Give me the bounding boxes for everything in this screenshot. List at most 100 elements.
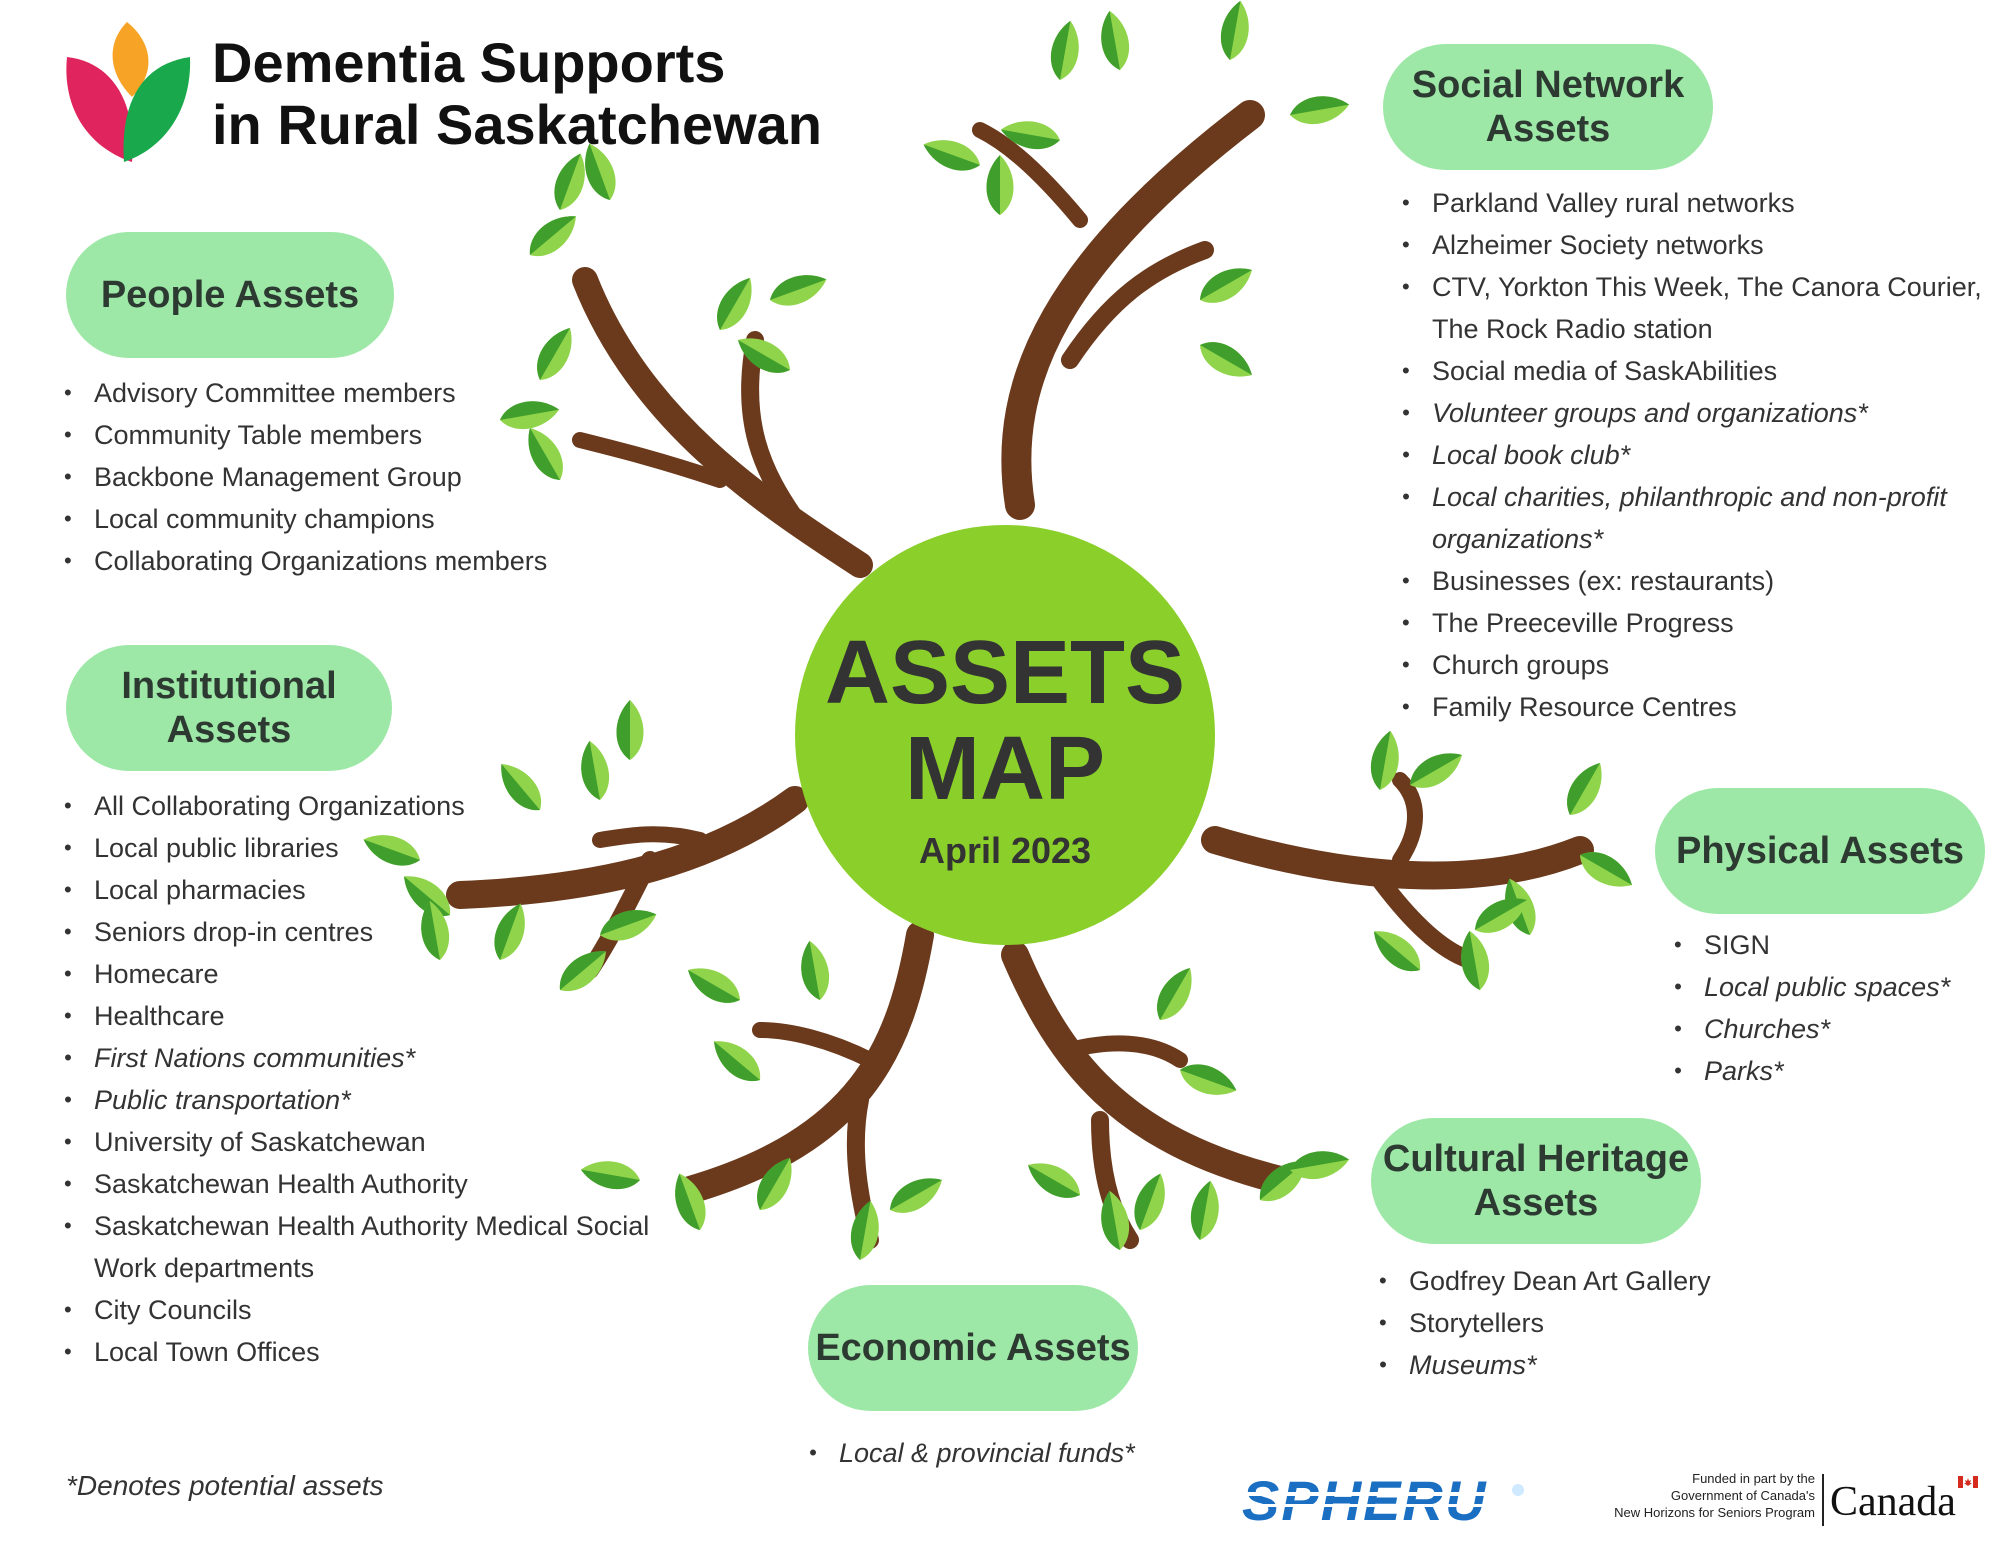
cultural-heritage-assets-heading-line1: Cultural Heritage bbox=[1382, 1138, 1690, 1180]
asset-list-item: SIGN bbox=[1674, 924, 2000, 966]
leaf bbox=[1371, 730, 1399, 790]
leaf bbox=[1200, 342, 1252, 377]
canada-wordmark-text: Canada bbox=[1830, 1479, 1956, 1525]
leaf bbox=[1461, 930, 1489, 990]
asset-list-item: Parks* bbox=[1674, 1050, 2000, 1092]
leaf bbox=[801, 940, 829, 1000]
leaf bbox=[585, 143, 616, 200]
physical-assets-list: SIGNLocal public spaces*Churches*Parks* bbox=[1672, 924, 2000, 1092]
asset-list-item: Local pharmacies bbox=[64, 869, 654, 911]
asset-list-item: Parkland Valley rural networks bbox=[1402, 182, 1992, 224]
leaf bbox=[1580, 852, 1632, 887]
page-title-line1: Dementia Supports bbox=[212, 31, 726, 94]
funding-line1: Funded in part by the bbox=[1692, 1471, 1815, 1486]
asset-list-item: Social media of SaskAbilities bbox=[1402, 350, 1992, 392]
leaf bbox=[717, 278, 752, 330]
asset-list-item: Local community champions bbox=[64, 498, 654, 540]
physical-assets-heading-text: Physical Assets bbox=[1676, 830, 1964, 872]
leaf bbox=[554, 153, 585, 210]
social-network-assets-heading: Social Network Assets bbox=[1383, 44, 1713, 170]
leaf bbox=[1374, 931, 1421, 972]
leaf bbox=[923, 140, 980, 171]
assets-map-circle: ASSETS MAP April 2023 bbox=[795, 525, 1215, 945]
institutional-assets-heading-line1: Institutional bbox=[121, 665, 337, 707]
asset-list-item: Local public spaces* bbox=[1674, 966, 2000, 1008]
funding-statement: Funded in part by the Government of Cana… bbox=[1560, 1470, 1815, 1521]
asset-list-item: Alzheimer Society networks bbox=[1402, 224, 1992, 266]
leaf bbox=[1290, 96, 1350, 124]
people-assets-heading-text: People Assets bbox=[100, 274, 360, 316]
asset-list-item: Church groups bbox=[1402, 644, 1992, 686]
leaf bbox=[1191, 1180, 1219, 1240]
asset-list-item: Community Table members bbox=[64, 414, 654, 456]
assets-map-title-line1: ASSETS bbox=[824, 623, 1186, 723]
canada-flag-icon bbox=[1958, 1476, 1978, 1488]
institutional-assets-heading-line2: Assets bbox=[166, 709, 292, 751]
asset-list-item: Public transportation* bbox=[64, 1079, 654, 1121]
asset-list-item: Storytellers bbox=[1379, 1302, 1829, 1344]
asset-list-item: City Councils bbox=[64, 1289, 654, 1331]
leaf bbox=[688, 968, 740, 1003]
spheru-logo-text: SPHERU bbox=[1242, 1470, 1487, 1530]
leaf bbox=[1567, 763, 1602, 815]
leaf bbox=[1051, 20, 1079, 80]
asset-list-item: All Collaborating Organizations bbox=[64, 785, 654, 827]
economic-assets-heading-text: Economic Assets bbox=[815, 1327, 1131, 1369]
cultural-heritage-assets-list: Godfrey Dean Art GalleryStorytellersMuse… bbox=[1377, 1260, 1829, 1386]
asset-list-item: Volunteer groups and organizations* bbox=[1402, 392, 1992, 434]
social-network-assets-heading-line2: Assets bbox=[1485, 108, 1611, 150]
branch bbox=[1001, 100, 1265, 520]
asset-list-item: Local public libraries bbox=[64, 827, 654, 869]
leaf bbox=[851, 1200, 879, 1260]
institutional-assets-list: All Collaborating OrganizationsLocal pub… bbox=[62, 785, 654, 1373]
header: Dementia Supports in Rural Saskatchewan bbox=[62, 22, 862, 172]
branch bbox=[1061, 241, 1214, 369]
branch bbox=[972, 122, 1088, 228]
branch bbox=[752, 1022, 878, 1068]
leaf bbox=[529, 216, 576, 257]
asset-list-item: Seniors drop-in centres bbox=[64, 911, 654, 953]
asset-list-item: Collaborating Organizations members bbox=[64, 540, 654, 582]
social-network-assets-list: Parkland Valley rural networksAlzheimer … bbox=[1400, 182, 1992, 728]
asset-list-item: Businesses (ex: restaurants) bbox=[1402, 560, 1992, 602]
leaf bbox=[770, 275, 827, 306]
funding-line3: New Horizons for Seniors Program bbox=[1614, 1505, 1815, 1520]
asset-list-item: Family Resource Centres bbox=[1402, 686, 1992, 728]
funding-line2: Government of Canada's bbox=[1670, 1488, 1815, 1503]
page-title-line2: in Rural Saskatchewan bbox=[212, 93, 823, 156]
leaf bbox=[986, 155, 1014, 215]
asset-list-item: Godfrey Dean Art Gallery bbox=[1379, 1260, 1829, 1302]
leaf bbox=[1000, 121, 1060, 149]
asset-list-item: Healthcare bbox=[64, 995, 654, 1037]
asset-list-item: Saskatchewan Health Authority bbox=[64, 1163, 654, 1205]
physical-assets-heading: Physical Assets bbox=[1655, 788, 1985, 914]
people-assets-list: Advisory Committee membersCommunity Tabl… bbox=[62, 372, 654, 582]
social-network-assets-heading-line1: Social Network bbox=[1411, 64, 1685, 106]
asset-list-item: The Preeceville Progress bbox=[1402, 602, 1992, 644]
people-assets-heading: People Assets bbox=[66, 232, 394, 358]
branch bbox=[1392, 772, 1423, 868]
leaf bbox=[890, 1178, 942, 1213]
branch bbox=[1062, 1035, 1188, 1068]
economic-assets-heading: Economic Assets bbox=[808, 1285, 1138, 1411]
leaf bbox=[1200, 268, 1252, 303]
cultural-heritage-assets-heading: Cultural Heritage Assets bbox=[1371, 1118, 1701, 1244]
leaf bbox=[1101, 10, 1129, 70]
assets-map-title-line2: MAP bbox=[905, 719, 1105, 819]
economic-assets-list: Local & provincial funds* bbox=[807, 1432, 1259, 1474]
leaf bbox=[1028, 1163, 1080, 1198]
asset-list-item: Local charities, philanthropic and non-p… bbox=[1402, 476, 1992, 560]
leaf bbox=[757, 1158, 792, 1210]
leaf bbox=[1221, 0, 1249, 60]
asset-list-item: University of Saskatchewan bbox=[64, 1121, 654, 1163]
spheru-logo: SPHERU SPHERU bbox=[1240, 1470, 1545, 1530]
leaf bbox=[714, 1041, 761, 1082]
leaf bbox=[1180, 1064, 1237, 1095]
leaf bbox=[616, 700, 644, 760]
leaf bbox=[1290, 1151, 1350, 1179]
page-title: Dementia Supports in Rural Saskatchewan bbox=[212, 32, 822, 156]
branch bbox=[572, 267, 873, 578]
cultural-heritage-assets-heading-line2: Assets bbox=[1473, 1182, 1599, 1224]
leaf bbox=[1101, 1190, 1129, 1250]
potential-assets-footnote: *Denotes potential assets bbox=[66, 1470, 384, 1501]
